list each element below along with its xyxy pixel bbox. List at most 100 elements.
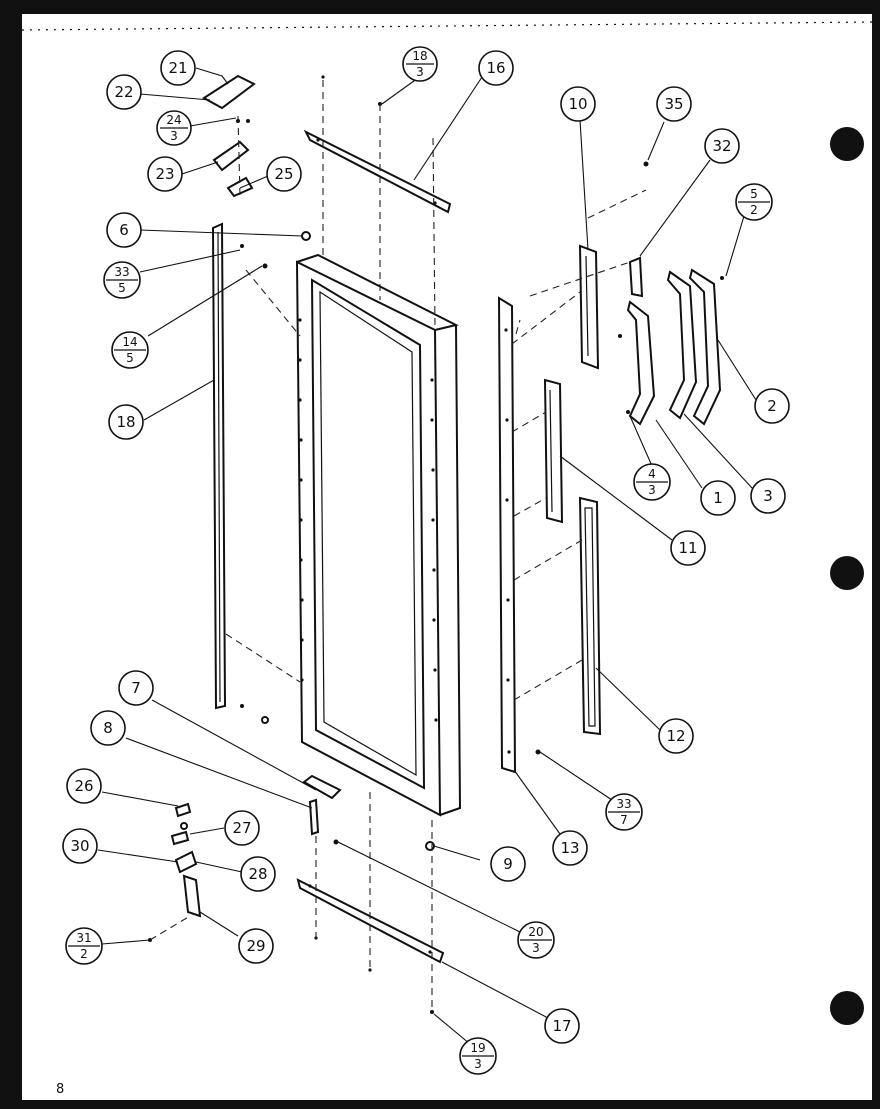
callout-label: 32 xyxy=(712,137,731,155)
callout-label: 27 xyxy=(232,819,251,837)
callout-16: 16 xyxy=(478,50,514,86)
hinge-plate xyxy=(302,774,342,800)
handle-piece-1 xyxy=(626,300,656,426)
callout-26: 26 xyxy=(66,768,102,804)
callout-32: 32 xyxy=(704,128,740,164)
callout-label: 6 xyxy=(119,221,129,239)
callout-33-5: 33 5 xyxy=(103,261,141,299)
assembly-lines xyxy=(149,80,647,1012)
callout-den: 3 xyxy=(474,1057,482,1071)
callout-den: 7 xyxy=(620,813,628,827)
callout-label: 25 xyxy=(274,165,293,183)
callout-label: 21 xyxy=(168,59,187,77)
fasteners xyxy=(148,75,724,1014)
top-hinge xyxy=(212,140,250,172)
callout-10: 10 xyxy=(560,86,596,122)
handle-clip xyxy=(628,256,644,298)
callout-18-3: 18 3 xyxy=(402,46,438,82)
page-number: 8 xyxy=(56,1082,64,1097)
upper-handle-insert xyxy=(578,244,600,370)
callout-num: 24 xyxy=(166,113,181,127)
callout-11: 11 xyxy=(670,530,706,566)
callout-den: 5 xyxy=(118,281,126,295)
callout-1: 1 xyxy=(700,480,736,516)
callout-35: 35 xyxy=(656,86,692,122)
callout-19-3: 19 3 xyxy=(459,1037,497,1075)
callout-label: 12 xyxy=(666,727,685,745)
callout-24-3: 24 3 xyxy=(156,110,192,146)
door-screw-holes xyxy=(298,318,438,722)
middle-handle-insert xyxy=(543,378,564,524)
callouts: 21 22 24 3 23 25 6 33 5 xyxy=(62,46,790,1075)
callout-num: 14 xyxy=(122,335,137,349)
callout-5-2: 5 2 xyxy=(735,183,773,221)
callout-label: 13 xyxy=(560,839,579,857)
bottom-trim-bar xyxy=(296,878,445,964)
callout-num: 5 xyxy=(750,187,758,201)
callout-9: 9 xyxy=(490,846,526,882)
callout-num: 20 xyxy=(528,925,543,939)
callout-den: 5 xyxy=(126,351,134,365)
callout-label: 7 xyxy=(131,679,141,697)
handle-piece-3 xyxy=(666,270,698,420)
door-panel xyxy=(295,253,462,817)
callout-num: 4 xyxy=(648,467,656,481)
callout-label: 10 xyxy=(568,95,587,113)
callout-6: 6 xyxy=(106,212,142,248)
callout-30: 30 xyxy=(62,828,98,864)
callout-20-3: 20 3 xyxy=(517,921,555,959)
callout-3: 3 xyxy=(750,478,786,514)
top-trim-bar xyxy=(303,129,452,214)
callout-label: 28 xyxy=(248,865,267,883)
callout-den: 3 xyxy=(648,483,656,497)
callout-label: 26 xyxy=(74,777,93,795)
callout-label: 3 xyxy=(763,487,773,505)
callout-label: 8 xyxy=(103,719,113,737)
callout-num: 19 xyxy=(470,1041,485,1055)
top-hinge-assembly xyxy=(202,74,256,198)
callout-2: 2 xyxy=(754,388,790,424)
binder-hole-middle xyxy=(830,556,864,590)
callout-label: 9 xyxy=(503,855,513,873)
callout-den: 2 xyxy=(80,947,88,961)
callout-18: 18 xyxy=(108,404,144,440)
binder-hole-bottom xyxy=(830,991,864,1025)
callout-28: 28 xyxy=(240,856,276,892)
callout-label: 22 xyxy=(114,83,133,101)
callout-label: 11 xyxy=(678,539,697,557)
callout-22: 22 xyxy=(106,74,142,110)
callout-num: 31 xyxy=(76,931,91,945)
handle-piece-2 xyxy=(688,268,722,426)
callout-13: 13 xyxy=(552,830,588,866)
callout-17: 17 xyxy=(544,1008,580,1044)
callout-7: 7 xyxy=(118,670,154,706)
binder-hole-top xyxy=(830,127,864,161)
callout-label: 1 xyxy=(713,489,723,507)
handle-side-channel xyxy=(497,296,517,774)
callout-label: 23 xyxy=(155,165,174,183)
callout-8: 8 xyxy=(90,710,126,746)
leader-lines xyxy=(97,67,757,1045)
callout-25: 25 xyxy=(266,156,302,192)
callout-label: 17 xyxy=(552,1017,571,1035)
callout-4-3: 4 3 xyxy=(633,463,671,501)
hinge-pin xyxy=(308,798,320,836)
callout-num: 33 xyxy=(616,797,631,811)
callout-label: 16 xyxy=(486,59,505,77)
callout-21: 21 xyxy=(160,50,196,86)
callout-label: 18 xyxy=(116,413,135,431)
callout-label: 29 xyxy=(246,937,265,955)
lower-handle-insert xyxy=(578,496,602,736)
callout-31-2: 31 2 xyxy=(65,927,103,965)
callout-29: 29 xyxy=(238,928,274,964)
callout-den: 2 xyxy=(750,203,758,217)
callout-label: 2 xyxy=(767,397,777,415)
bottom-hinge-assembly xyxy=(170,774,342,918)
callout-33-7: 33 7 xyxy=(605,793,643,831)
binder-holes xyxy=(830,127,864,1025)
callout-14-5: 14 5 xyxy=(111,331,149,369)
callout-den: 3 xyxy=(170,129,178,143)
hinge-cover xyxy=(202,74,256,110)
callout-23: 23 xyxy=(147,156,183,192)
